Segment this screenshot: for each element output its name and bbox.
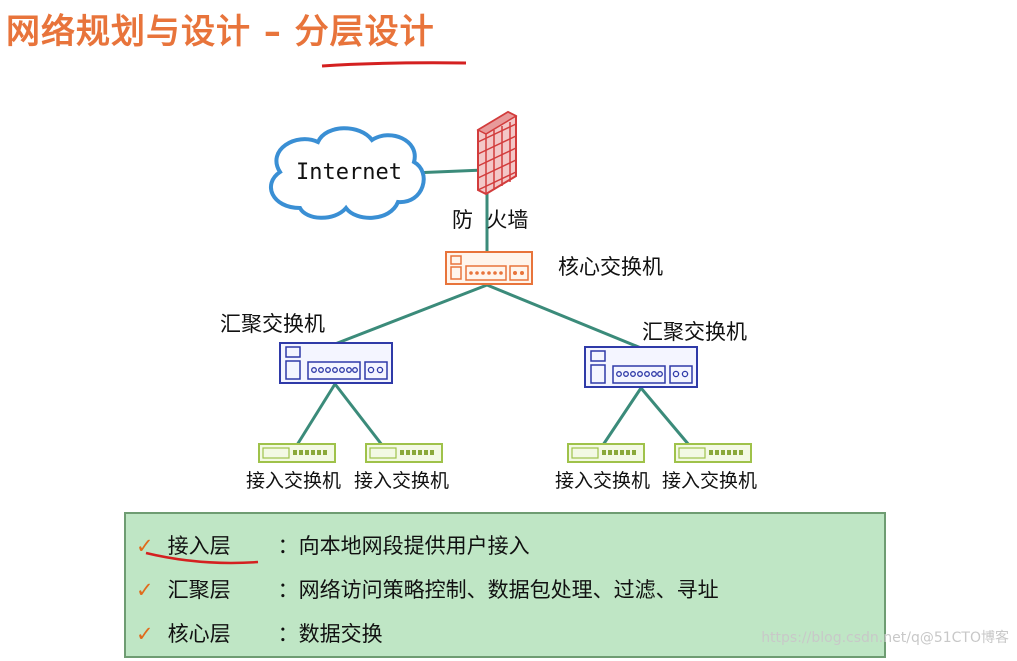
access-switch-3-icon <box>567 443 645 463</box>
core-switch-label: 核心交换机 <box>558 255 663 279</box>
internet-label: Internet <box>296 160 402 185</box>
firewall-label: 防 火墙 <box>452 208 529 232</box>
legend-desc: 数据交换 <box>298 622 383 646</box>
core-switch-icon <box>445 251 533 285</box>
access-switch-3-label: 接入交换机 <box>555 470 651 492</box>
dist-switch-left-icon <box>279 342 393 384</box>
legend-term: 接入层 <box>167 534 231 558</box>
legend-colon: ： <box>277 578 299 602</box>
link-core-dist-right <box>486 283 642 350</box>
access-switch-4-icon <box>674 443 752 463</box>
access-switch-4-label: 接入交换机 <box>662 470 758 492</box>
legend-desc: 网络访问策略控制、数据包处理、过滤、寻址 <box>298 578 719 602</box>
links <box>295 168 691 446</box>
legend-underline-annotation <box>145 551 259 565</box>
link-dist-left-access-2 <box>333 383 384 446</box>
link-dist-left-access-1 <box>295 383 337 446</box>
dist-switch-right-icon <box>584 346 698 388</box>
title-underline-annotation <box>321 61 467 68</box>
legend-row-core: ✓ 核心层 ：数据交换 <box>136 618 383 648</box>
legend-term: 汇聚层 <box>167 578 231 602</box>
access-switch-2-label: 接入交换机 <box>354 470 450 492</box>
check-icon: ✓ <box>136 622 154 646</box>
layer-legend: ✓接入层：向本地网段提供用户接入 ✓汇聚层：网络访问策略控制、数据包处理、过滤、… <box>124 512 886 658</box>
access-switch-1-icon <box>258 443 336 463</box>
page-title: 网络规划与设计 – 分层设计 <box>6 12 435 52</box>
access-switch-1-label: 接入交换机 <box>246 470 342 492</box>
legend-colon: ： <box>277 622 299 646</box>
legend-row-distribution: ✓ 汇聚层 ：网络访问策略控制、数据包处理、过滤、寻址 <box>136 574 719 604</box>
legend-row-access: ✓ 接入层 ：向本地网段提供用户接入 <box>136 530 530 560</box>
link-dist-right-access-4 <box>639 387 691 446</box>
check-icon: ✓ <box>136 534 154 558</box>
watermark: https://blog.csdn.net/q@51CTO博客 <box>761 630 1009 646</box>
legend-term: 核心层 <box>167 622 231 646</box>
firewall-icon <box>476 110 518 196</box>
link-core-dist-left <box>334 283 488 346</box>
legend-desc: 向本地网段提供用户接入 <box>298 534 530 558</box>
dist-switch-right-label: 汇聚交换机 <box>642 320 747 344</box>
access-switch-2-icon <box>365 443 443 463</box>
link-dist-right-access-3 <box>601 387 643 446</box>
dist-switch-left-label: 汇聚交换机 <box>220 312 325 336</box>
internet-cloud-icon <box>268 126 426 220</box>
check-icon: ✓ <box>136 578 154 602</box>
legend-colon: ： <box>277 534 299 558</box>
